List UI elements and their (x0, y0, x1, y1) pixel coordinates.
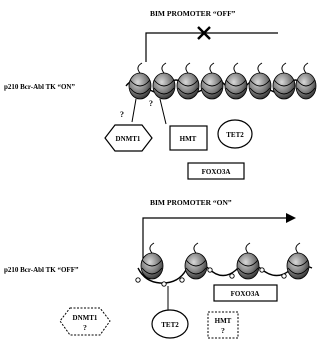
tet2-ellipse (217, 119, 253, 149)
nucleosome (248, 62, 272, 100)
hmt-box (207, 311, 239, 339)
bottom-promoter-label: BIM PROMOTER “ON” (150, 198, 232, 207)
top-nucleosome-array (128, 62, 317, 100)
top-promoter-label: BIM PROMOTER “OFF” (150, 9, 236, 18)
nucleosome (224, 62, 248, 100)
dnmt1-label: DNMT1 (73, 314, 98, 322)
nucleosome (272, 62, 296, 100)
nucleosome (152, 62, 176, 100)
arrowhead-icon (286, 213, 296, 223)
bottom-tk-label: p210 Bcr-Abl TK “OFF” (4, 266, 79, 274)
dnmt1-label: DNMT1 (116, 135, 141, 143)
nucleosome (295, 62, 317, 100)
hmt-connector (159, 98, 167, 125)
hmt-label: HMT (180, 135, 197, 143)
nucleosome (128, 62, 152, 100)
nucleosome (200, 62, 224, 100)
hmt-question: ? (149, 99, 153, 108)
foxo3a-label: FOXO3A (231, 290, 260, 298)
hmt-box (169, 125, 208, 151)
foxo3a-box (187, 162, 245, 180)
dnmt1-question: ? (83, 323, 87, 332)
nucleosome (176, 62, 200, 100)
dnmt1-hexagon (59, 307, 111, 336)
nucleosome (184, 242, 208, 280)
bottom-dna-strand (137, 262, 313, 284)
blocked-x-icon (197, 26, 211, 40)
nucleosome (286, 242, 310, 280)
dnmt1-hexagon (104, 124, 153, 152)
foxo3a-label: FOXO3A (202, 168, 231, 176)
nucleosome (140, 242, 164, 280)
top-promoter-line (145, 32, 278, 62)
top-tk-label: p210 Bcr-Abl TK “ON” (4, 83, 75, 91)
nucleosome (236, 242, 260, 280)
cpg-sites (135, 267, 287, 287)
dnmt1-connector (131, 98, 137, 123)
foxo3a-box (213, 284, 278, 302)
top-panel: BIM PROMOTER “OFF” p210 Bcr-Abl TK “ON” (4, 9, 317, 180)
hmt-question: ? (221, 326, 225, 335)
dnmt1-question: ? (120, 110, 124, 119)
bottom-panel: BIM PROMOTER “ON” p210 Bcr-Abl TK “OFF” (4, 198, 313, 339)
tet2-ellipse (151, 309, 189, 339)
bottom-nucleosome-array (140, 242, 310, 280)
bottom-promoter-line (142, 217, 288, 262)
tet2-label: TET2 (161, 321, 179, 329)
hmt-label: HMT (215, 317, 232, 325)
tet2-label: TET2 (226, 131, 244, 139)
